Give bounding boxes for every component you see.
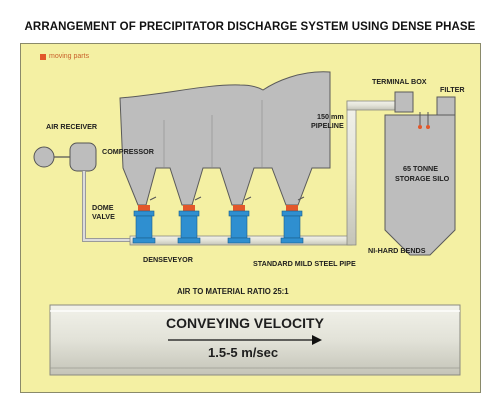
- dome-valve-label-line2: VALVE: [92, 212, 115, 221]
- velocity-title: CONVEYING VELOCITY: [166, 315, 324, 331]
- legend-text: moving parts: [49, 53, 90, 60]
- steel-pipe-label: STANDARD MILD STEEL PIPE: [253, 259, 356, 268]
- air-receiver: [33, 146, 55, 168]
- ni-hard-bends-label: NI-HARD BENDS: [368, 246, 426, 255]
- pipeline-label-line2: PIPELINE: [311, 121, 344, 130]
- denseveyor-label: DENSEVEYOR: [143, 255, 193, 264]
- precipitator-hoppers: [119, 71, 331, 206]
- compressor: [69, 142, 97, 172]
- air-ratio-label: AIR TO MATERIAL RATIO 25:1: [177, 287, 289, 296]
- storage-silo: [384, 114, 456, 256]
- pipeline-label-line1: 150 mm: [317, 112, 344, 121]
- diagram-title: ARRANGEMENT OF PRECIPITATOR DISCHARGE SY…: [24, 21, 476, 33]
- terminal-box-label: TERMINAL BOX: [372, 77, 427, 86]
- air-receiver-label: AIR RECEIVER: [46, 122, 98, 131]
- legend: moving parts: [40, 53, 89, 60]
- velocity-value: 1.5-5 m/sec: [208, 345, 279, 360]
- dome-valve-label-line1: DOME: [92, 203, 114, 212]
- silo-label-line1: 65 TONNE: [403, 164, 439, 173]
- filter: [436, 96, 456, 116]
- terminal-box: [394, 91, 414, 113]
- legend-swatch: [40, 53, 46, 60]
- compressor-label: COMPRESSOR: [102, 147, 154, 156]
- filter-label: FILTER: [440, 85, 465, 94]
- denseveyor-units: [132, 196, 305, 244]
- silo-label-line2: STORAGE SILO: [395, 174, 450, 183]
